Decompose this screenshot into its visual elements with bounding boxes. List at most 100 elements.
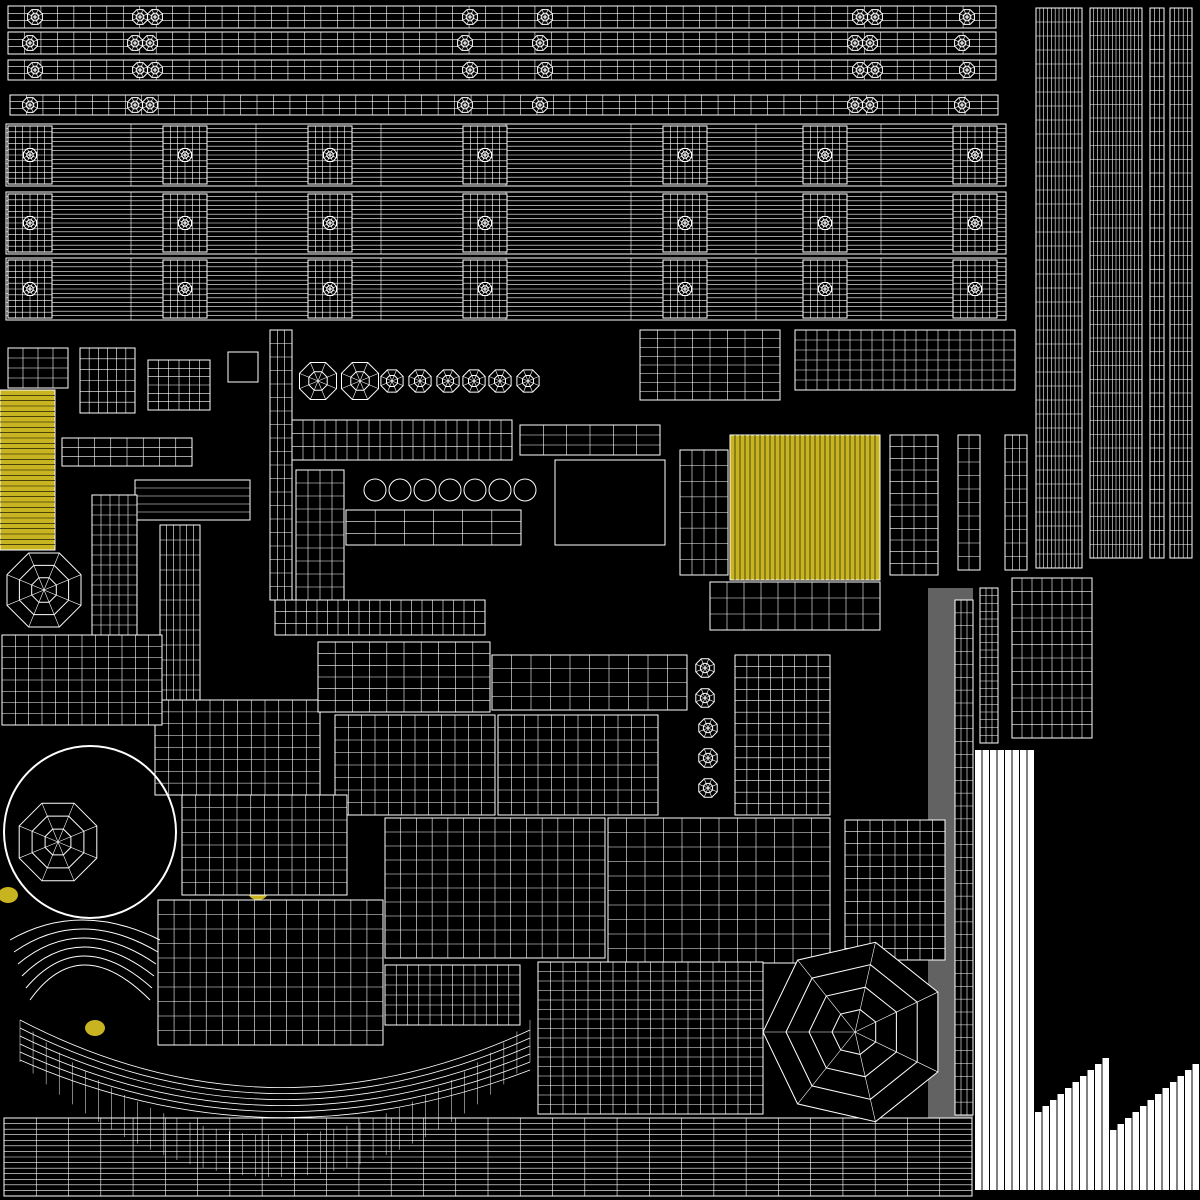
wire-line (974, 288, 978, 296)
wire-line (703, 787, 709, 798)
wire-line (184, 154, 188, 162)
wire-line (466, 69, 471, 78)
uv-grid-island (1004, 434, 1028, 571)
white-strip (1177, 1076, 1184, 1190)
white-strip (1170, 1082, 1177, 1190)
wire-line (182, 222, 186, 230)
white-strip (1110, 1130, 1117, 1190)
wire-line (182, 282, 186, 290)
wire-line (154, 9, 159, 18)
wire-line (329, 148, 333, 156)
wire-line (695, 693, 706, 699)
circle-island (463, 478, 487, 502)
wire-line (684, 222, 688, 230)
wire-line (29, 220, 37, 224)
white-strip (1065, 1088, 1072, 1190)
octagon-island (698, 718, 718, 738)
wire-line (154, 69, 163, 74)
wire-line (149, 39, 158, 44)
wire-line (972, 148, 976, 156)
wire-line (184, 220, 192, 224)
wire-line (961, 42, 970, 47)
wire-line (27, 148, 31, 156)
wire-line (457, 42, 466, 47)
wire-line (961, 39, 970, 44)
wire-line (682, 288, 686, 296)
wire-line (851, 42, 856, 51)
wire-line (134, 104, 139, 113)
wire-line (703, 727, 709, 738)
wire-line (436, 376, 449, 382)
white-strip (1132, 1112, 1139, 1190)
round-island-outline (3, 745, 177, 919)
wire-line (127, 42, 136, 47)
wire-line (149, 104, 158, 109)
wire-line (462, 66, 471, 71)
star-node-icon (142, 35, 158, 51)
wire-line (482, 148, 486, 156)
star-node-icon (22, 35, 38, 51)
uv-grid-island (384, 817, 606, 959)
wire-line (822, 148, 826, 156)
wire-line (443, 380, 449, 393)
star-node-icon (142, 97, 158, 113)
wire-line (317, 380, 326, 400)
wire-line (447, 376, 460, 382)
star-node-icon (959, 9, 975, 25)
wire-line (464, 39, 473, 44)
wire-line (469, 13, 478, 18)
wire-line (41, 841, 59, 881)
wire-line (327, 222, 331, 230)
uv-grid-island (295, 469, 345, 601)
wire-line (974, 220, 982, 224)
band-cap (307, 259, 353, 319)
wire-line (859, 62, 864, 71)
band-cap (7, 193, 53, 253)
wire-line (818, 154, 826, 158)
wire-line (142, 39, 151, 44)
star-node-icon (818, 282, 832, 296)
white-strip (1087, 1070, 1094, 1190)
wire-line (703, 748, 709, 759)
wire-line (824, 148, 828, 156)
wire-line (478, 152, 486, 156)
wire-line (323, 286, 331, 290)
circle-island (388, 478, 412, 502)
star-node-icon (867, 62, 883, 78)
circle-island (488, 478, 512, 502)
wire-line (27, 16, 36, 21)
wire-line (139, 13, 148, 18)
white-strip (1147, 1100, 1154, 1190)
wire-line (859, 9, 864, 18)
wire-line (464, 101, 473, 106)
wire-line (484, 222, 492, 226)
star-node-icon (532, 97, 548, 113)
wire-line (974, 288, 982, 292)
wire-line (974, 148, 978, 156)
wire-line (478, 222, 486, 226)
wire-line (29, 222, 37, 226)
wire-line (678, 288, 686, 292)
wire-line (154, 16, 163, 21)
wire-line (134, 35, 139, 44)
wire-curve (19, 1027, 531, 1094)
wire-line (707, 787, 718, 793)
uv-grid-island (709, 581, 881, 631)
wire-line (869, 104, 874, 113)
wire-line (963, 62, 968, 71)
wire-line (132, 66, 141, 71)
vertical-strip-d (1169, 7, 1193, 559)
uv-grid-island (679, 449, 729, 576)
star-node-icon (968, 282, 982, 296)
wire-line (544, 62, 549, 71)
star-node-icon (862, 97, 878, 113)
wire-line (415, 369, 421, 382)
wire-line (544, 66, 553, 71)
star-node-icon (847, 97, 863, 113)
wire-line (958, 42, 963, 51)
white-strip (1140, 1106, 1147, 1190)
wire-line (132, 69, 141, 74)
wire-line (34, 9, 39, 18)
wire-line (323, 222, 331, 226)
wire-line (469, 369, 475, 382)
